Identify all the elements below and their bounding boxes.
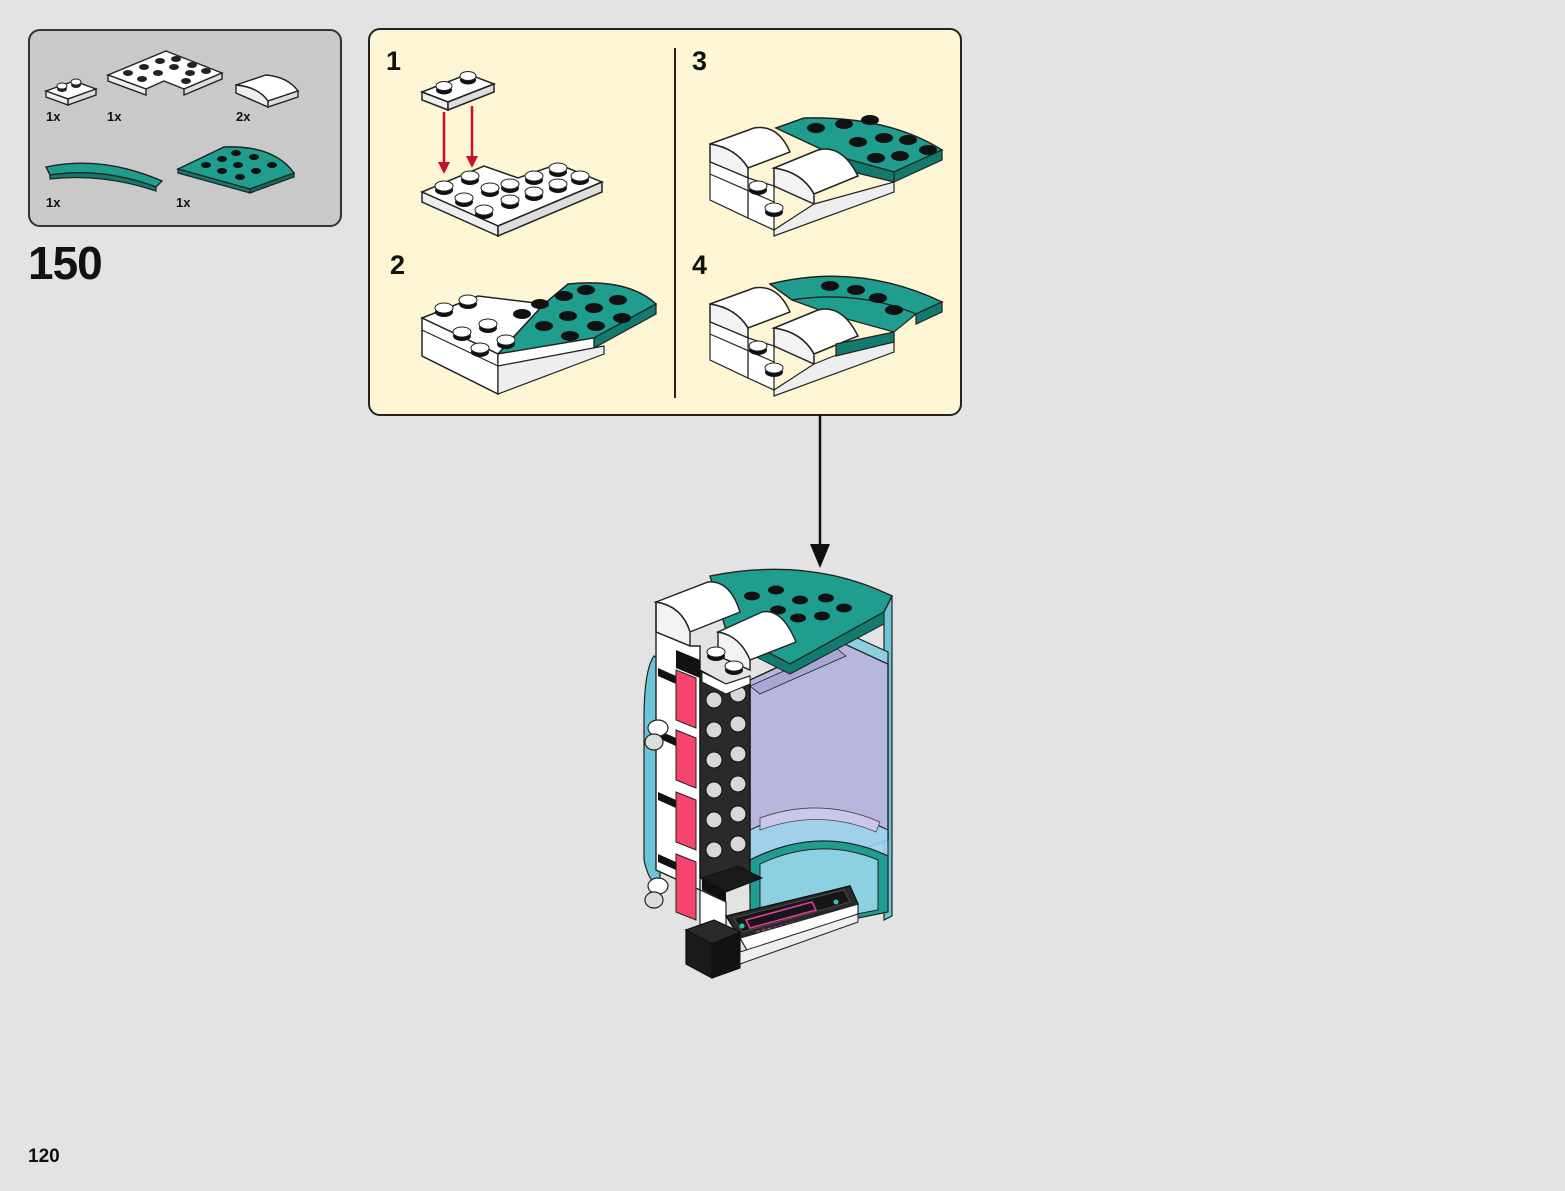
part-qty: 1x <box>107 109 122 124</box>
substep-label: 2 <box>390 250 406 280</box>
substep-divider <box>674 48 676 398</box>
substep-label: 4 <box>692 250 708 280</box>
white-plate-1x2-icon <box>44 78 98 106</box>
teal-curved-plate-icon <box>44 162 164 192</box>
white-corner-plate-icon <box>106 50 224 97</box>
teal-quarter-round-plate-icon <box>176 146 296 194</box>
parts-list: 1x 1x 2x 1x 1x <box>28 29 342 227</box>
part-qty: 1x <box>176 195 191 210</box>
substep-4-illustration <box>709 275 944 397</box>
part-qty: 1x <box>46 195 61 210</box>
step-number: 150 <box>28 237 103 289</box>
substep-1-illustration <box>419 71 604 238</box>
main-model-illustration <box>643 568 893 980</box>
part-qty: 1x <box>46 109 61 124</box>
sub-assembly-panel: 1 2 3 4 <box>368 28 962 416</box>
substep-label: 3 <box>692 46 708 76</box>
part-qty: 2x <box>236 109 251 124</box>
substep-label: 1 <box>386 46 402 76</box>
page-number: 120 <box>28 1146 60 1167</box>
white-curved-slope-icon <box>235 74 300 109</box>
substep-3-illustration <box>709 115 944 237</box>
substep-2-illustration <box>420 282 658 396</box>
